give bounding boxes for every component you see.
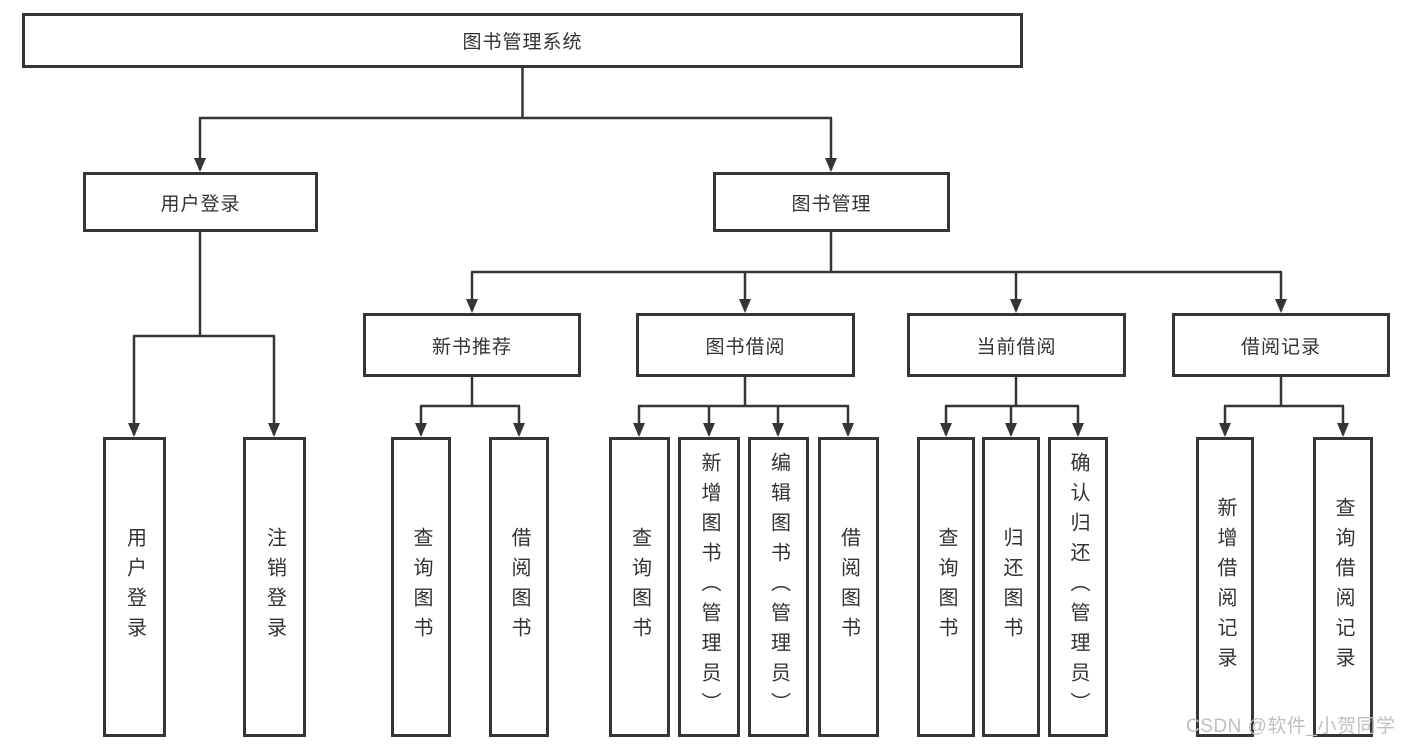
leaf-label: 查询图书 xyxy=(628,527,651,647)
leaf-label: 借阅图书 xyxy=(837,527,860,647)
csdn-watermark: CSDN @软件_小贺同学 xyxy=(1186,716,1396,737)
leaf-label: 新增图书（管理员） xyxy=(698,452,720,722)
leaf-edit-books-admin: 编辑图书（管理员） xyxy=(748,437,809,737)
leaf-label: 查询图书 xyxy=(935,527,957,647)
node-book-management: 图书管理 xyxy=(713,172,950,232)
leaf-label: 新增借阅记录 xyxy=(1214,497,1236,677)
leaf-return-books: 归还图书 xyxy=(982,437,1040,737)
leaf-user-login: 用户登录 xyxy=(103,437,166,737)
node-current-borrowing: 当前借阅 xyxy=(907,313,1126,377)
leaf-query-books-borrow: 查询图书 xyxy=(609,437,670,737)
node-borrowing-records: 借阅记录 xyxy=(1172,313,1390,377)
leaf-query-books-recommend: 查询图书 xyxy=(391,437,451,737)
leaf-logout: 注销登录 xyxy=(243,437,306,737)
leaf-label: 注销登录 xyxy=(263,527,286,647)
leaf-borrow-books: 借阅图书 xyxy=(818,437,879,737)
node-new-book-recommendation: 新书推荐 xyxy=(363,313,581,377)
leaf-label: 确认归还（管理员） xyxy=(1067,452,1089,722)
node-user-login: 用户登录 xyxy=(83,172,318,232)
leaf-label: 查询借阅记录 xyxy=(1332,497,1354,677)
leaf-label: 查询图书 xyxy=(410,527,432,647)
node-library-system: 图书管理系统 xyxy=(22,13,1023,68)
leaf-add-borrow-record: 新增借阅记录 xyxy=(1196,437,1254,737)
leaf-label: 归还图书 xyxy=(1000,527,1022,647)
leaf-label: 用户登录 xyxy=(123,527,146,647)
leaf-query-borrow-record: 查询借阅记录 xyxy=(1313,437,1373,737)
leaf-add-books-admin: 新增图书（管理员） xyxy=(678,437,740,737)
leaf-query-books-current: 查询图书 xyxy=(917,437,975,737)
leaf-borrow-books-recommend: 借阅图书 xyxy=(489,437,549,737)
leaf-label: 编辑图书（管理员） xyxy=(767,452,790,722)
leaf-confirm-return-admin: 确认归还（管理员） xyxy=(1048,437,1108,737)
leaf-label: 借阅图书 xyxy=(508,527,530,647)
node-book-borrowing: 图书借阅 xyxy=(636,313,855,377)
